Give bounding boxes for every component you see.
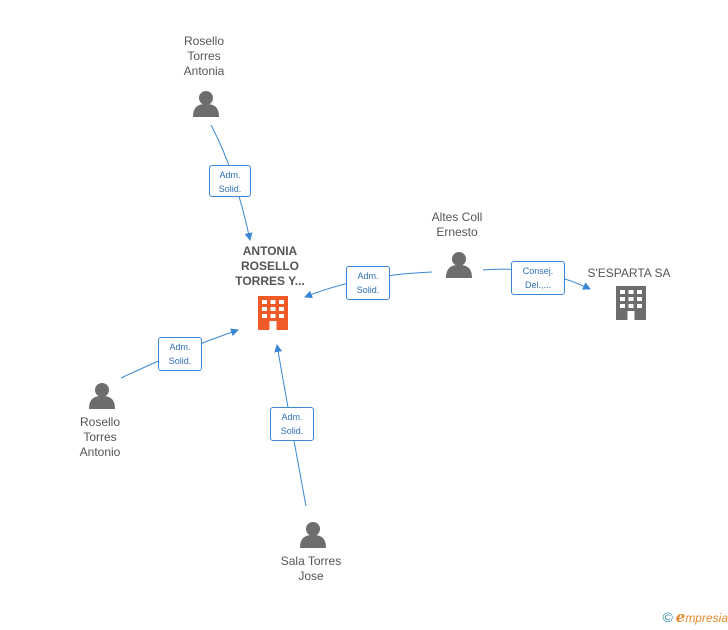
node-label-altes-coll-ernesto[interactable]: Altes Coll Ernesto: [431, 210, 483, 239]
node-label-center-company[interactable]: ANTONIA ROSELLO TORRES Y...: [235, 244, 305, 288]
edge-label-antonio-to-center[interactable]: Adm. Solid.: [158, 337, 202, 371]
copyright-symbol: ©: [662, 609, 673, 625]
edge-label-antonia-to-center[interactable]: Adm. Solid.: [209, 165, 251, 197]
node-label-rosello-torres-antonia[interactable]: Rosello Torres Antonia: [183, 34, 225, 78]
person-icon[interactable]: [446, 252, 472, 278]
edge-label-altes-to-sesparta[interactable]: Consej. Del.,...: [511, 261, 565, 295]
person-icon[interactable]: [89, 383, 115, 409]
node-label-sala-torres-jose[interactable]: Sala Torres Jose: [280, 554, 342, 583]
company-building-icon[interactable]: [258, 296, 288, 330]
node-label-rosello-torres-antonio[interactable]: Rosello Torres Antonio: [79, 415, 121, 459]
person-icon[interactable]: [193, 91, 219, 117]
edge-label-altes-to-center[interactable]: Adm. Solid.: [346, 266, 390, 300]
empresia-logo[interactable]: ©empresia: [662, 608, 728, 626]
node-label-sesparta-sa[interactable]: S'ESPARTA SA: [587, 266, 671, 280]
person-icon[interactable]: [300, 522, 326, 548]
company-building-icon[interactable]: [616, 286, 646, 320]
edge-label-sala-to-center[interactable]: Adm. Solid.: [270, 407, 314, 441]
